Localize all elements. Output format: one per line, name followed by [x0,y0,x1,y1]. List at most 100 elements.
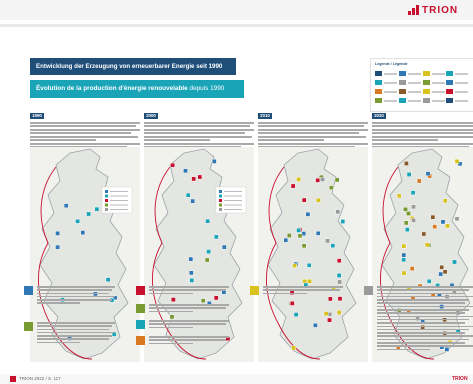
legend-label-line [384,90,397,93]
plant-marker [291,345,296,351]
legend-item [398,98,423,103]
inset-swatch [219,199,222,202]
legend-label-line [384,99,397,102]
plant-marker [171,297,176,302]
legend-item [398,80,423,85]
plant-marker [328,185,334,190]
plant-marker [403,220,409,226]
legend-label-line [407,72,421,75]
national-border [266,166,321,360]
note-color-icon [136,304,145,313]
plant-marker [290,301,295,306]
plant-marker [169,314,175,320]
legend-row [375,69,470,78]
plant-marker [205,218,210,224]
note-color-icon [24,322,33,331]
plant-marker [301,197,307,203]
inset-label-line [224,191,242,192]
national-border [38,166,93,360]
plant-marker [416,178,422,184]
plant-marker [305,211,311,217]
footer-bar: TRION 2022 / S. 117 TRION [0,374,473,384]
plant-marker [221,244,227,250]
plant-marker [292,263,297,268]
plant-marker [306,262,312,268]
legend-swatch [446,71,454,76]
inset-label-line [110,209,128,210]
legend-label-line [407,81,421,84]
plant-marker [323,311,329,317]
national-border [380,166,435,360]
plant-marker [411,217,416,223]
legend-item [446,98,470,103]
plant-marker [435,283,440,288]
plant-marker [189,270,194,276]
plant-marker [330,243,336,248]
legend-box: Legende / Légende [370,58,473,112]
plant-marker [112,295,118,301]
plant-marker [438,271,443,277]
legend-item [422,89,447,94]
legend-item [422,98,447,103]
note-row [250,286,343,296]
plant-marker [290,183,296,189]
note-text [149,320,229,330]
plant-marker [80,230,86,235]
plant-marker [406,172,412,177]
plant-marker [211,159,217,164]
note-text [37,322,115,345]
inset-label-line [224,204,242,206]
header-divider [0,24,473,27]
legend-item [398,71,423,76]
plant-marker [452,259,457,265]
title-french-tail: depuis 1990 [187,85,225,92]
legend-swatch [375,71,382,76]
panel-year-badge: 2010 [258,113,272,119]
page-tag [10,376,16,382]
plant-marker [55,244,60,250]
legend-item [446,71,470,76]
inset-label-line [110,191,128,192]
region-map [258,147,368,362]
inset-swatch [219,208,222,211]
plant-marker [439,344,445,350]
plant-marker [327,296,333,302]
plant-marker [75,218,80,224]
plant-marker [200,298,206,304]
plant-marker [55,231,60,236]
note-text [149,336,229,346]
plant-marker [189,278,195,283]
legend-row [375,96,470,105]
legend-swatch [446,89,454,94]
plant-marker [315,230,321,236]
title-french-main: Évolution de la production d'énergie ren… [36,85,188,92]
panel-year-badge: 1990 [30,113,44,119]
legend-label-line [455,72,469,75]
note-row [136,304,229,314]
legend-swatch [375,89,382,94]
note-color-icon [364,286,373,295]
plant-marker [403,207,408,212]
plant-marker [405,227,410,232]
plant-marker [86,211,91,217]
legend-item [375,98,399,103]
note-row [136,320,229,330]
inset-label-line [110,204,128,206]
note-row [136,336,229,346]
note-text [263,286,343,296]
legend-label-line [455,99,469,102]
plant-marker [316,198,321,203]
legend-swatch [422,89,430,94]
plant-marker [183,168,188,174]
plant-marker [410,190,416,195]
panel-description [144,122,254,150]
note-row [136,286,229,296]
inset-label-line [224,200,242,201]
legend-swatch [375,80,382,85]
note-color-icon [250,286,259,295]
plant-marker [409,266,415,271]
plant-marker [336,273,342,278]
plant-marker [421,231,427,237]
plant-marker [320,177,325,182]
legend-item [375,89,399,94]
